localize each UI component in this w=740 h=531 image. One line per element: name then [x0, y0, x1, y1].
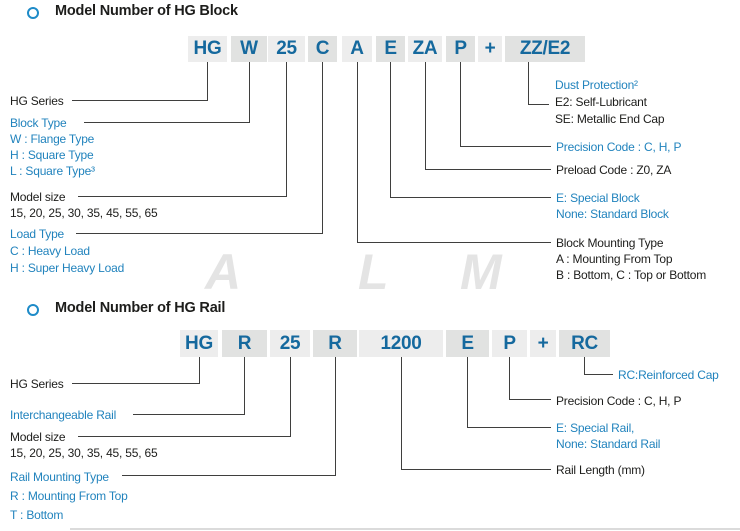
block-code-plus: +: [478, 36, 502, 62]
block-code-load: C: [308, 36, 337, 62]
rail-code-rc: RC: [559, 330, 610, 357]
rail-section-title: Model Number of HG Rail: [55, 300, 226, 316]
block-code-type: W: [231, 36, 267, 62]
rail-code-precision: P: [492, 330, 527, 357]
watermark-letter: A: [205, 244, 242, 300]
rail-label-model-size: Model size 15, 20, 25, 30, 35, 45, 55, 6…: [10, 430, 158, 460]
block-label-dust-protection: Dust Protection² E2: Self-Lubricant SE: …: [555, 78, 665, 126]
block-section-title: Model Number of HG Block: [55, 3, 238, 19]
rail-code-special: E: [446, 330, 489, 357]
rail-label-interchangeable: Interchangeable Rail: [10, 408, 117, 422]
rail-code-hg: HG: [180, 330, 218, 357]
block-label-block-type: Block Type W : Flange Type H : Square Ty…: [10, 116, 95, 178]
block-label-preload-code: Preload Code : Z0, ZA: [556, 163, 672, 177]
block-code-preload: ZA: [408, 36, 442, 62]
rail-label-hg-series: HG Series: [10, 377, 64, 391]
rail-label-rail-length: Rail Length (mm): [556, 463, 645, 477]
section-bullet-icon: [27, 7, 39, 19]
block-code-size: 25: [268, 36, 305, 62]
rail-code-length: 1200: [359, 330, 443, 357]
rail-label-precision-code: Precision Code : C, H, P: [556, 394, 682, 408]
block-code-mounting: A: [342, 36, 372, 62]
rail-code-interchangeable: R: [222, 330, 267, 357]
block-label-precision-code: Precision Code : C, H, P: [556, 140, 682, 154]
block-code-special: E: [376, 36, 405, 62]
block-code-hg: HG: [188, 36, 227, 62]
rail-code-mounting: R: [313, 330, 357, 357]
block-label-special-block: E: Special Block None: Standard Block: [556, 191, 669, 221]
block-code-precision: P: [446, 36, 475, 62]
section-bullet-icon: [27, 304, 39, 316]
watermark-letter: L: [358, 244, 389, 300]
block-code-dust: ZZ/E2: [505, 36, 585, 62]
block-label-mounting-type: Block Mounting Type A : Mounting From To…: [556, 236, 707, 282]
rail-label-rc: RC:Reinforced Cap: [618, 368, 719, 382]
rail-code-size: 25: [270, 330, 310, 357]
page-bottom-divider: [70, 528, 740, 530]
watermark-letter: M: [460, 244, 502, 300]
block-label-hg-series: HG Series: [10, 94, 64, 108]
block-label-model-size: Model size 15, 20, 25, 30, 35, 45, 55, 6…: [10, 190, 158, 220]
rail-label-special-rail: E: Special Rail, None: Standard Rail: [556, 421, 661, 451]
block-label-load-type: Load Type C : Heavy Load H : Super Heavy…: [10, 227, 125, 275]
rail-label-rail-mounting: Rail Mounting Type R : Mounting From Top…: [10, 470, 128, 522]
rail-code-plus: +: [530, 330, 556, 357]
